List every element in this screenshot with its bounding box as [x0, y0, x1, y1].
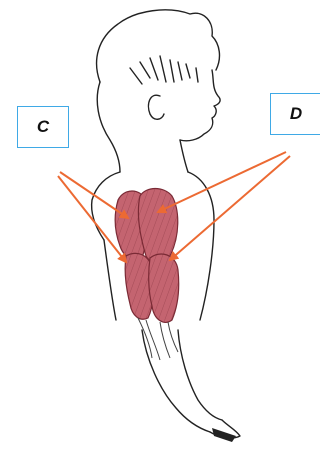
forearm-front — [178, 330, 222, 420]
label-d-text: D — [290, 104, 302, 124]
face-profile — [180, 70, 220, 141]
forearm-back — [142, 330, 210, 432]
arm-muscle-icon — [115, 189, 179, 361]
label-box-c: C — [17, 106, 69, 148]
hair-outline — [97, 10, 220, 82]
arrows-from-d — [158, 152, 290, 260]
neck-front — [180, 140, 188, 172]
arrow-d-upper — [158, 152, 286, 212]
hair-strands — [130, 56, 198, 84]
shoulder-front — [188, 172, 214, 320]
ear-outline — [148, 95, 164, 119]
label-c-text: C — [37, 117, 49, 137]
arrow-c-upper — [60, 172, 128, 218]
torso-side — [104, 240, 116, 320]
hand-shadow — [212, 428, 236, 442]
back-head-outline — [97, 82, 120, 172]
label-box-d: D — [270, 93, 320, 135]
